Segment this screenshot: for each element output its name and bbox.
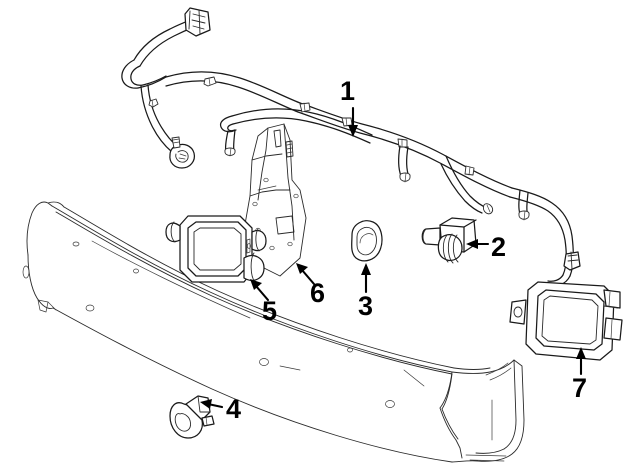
bumper-reinforcement-beam [22,201,525,463]
callout-6-label: 6 [310,278,325,308]
distance-sensor-module [165,215,267,283]
callout-7: 7 [572,347,587,403]
callout-3-label: 3 [358,291,373,321]
wire-harness [121,7,581,288]
sensor-grommet-retainer [351,220,383,262]
callout-1: 1 [340,76,358,137]
callout-2-label: 2 [491,232,506,262]
callout-1-label: 1 [340,76,355,106]
callout-6: 6 [296,263,325,308]
callout-4: 4 [200,394,241,424]
sensor-retainer-clip [169,395,215,439]
callout-5-label: 5 [262,296,277,326]
callout-2: 2 [466,232,506,262]
callout-4-label: 4 [226,394,241,424]
callout-3: 3 [358,263,373,321]
control-module [509,281,623,361]
callout-7-label: 7 [572,373,587,403]
callout-5: 5 [250,279,277,326]
